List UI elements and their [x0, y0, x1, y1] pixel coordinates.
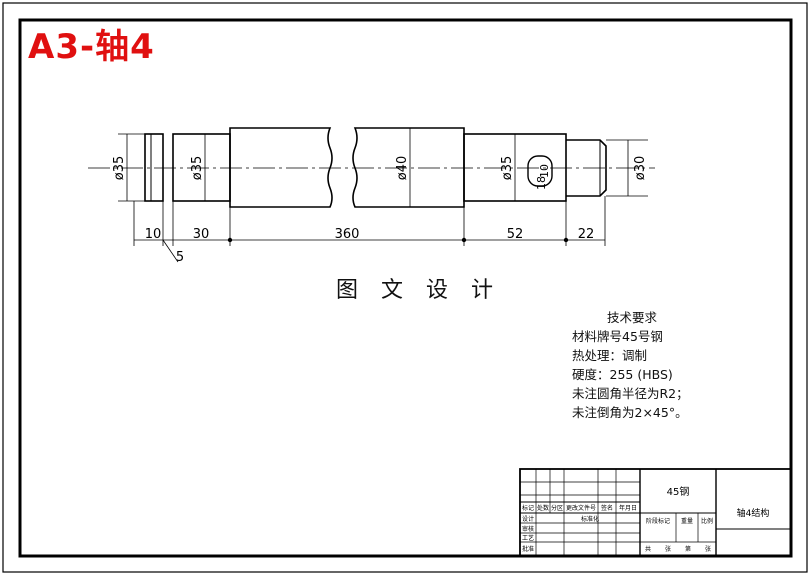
tb-weight: 重量: [681, 517, 693, 525]
keyway-slot: [527, 155, 553, 187]
left-journal: [144, 133, 164, 202]
tb-hdr-count: 处数: [537, 504, 549, 512]
dim-len4: 52: [507, 227, 524, 242]
dimension-texts: ø35 ø35 ø40 ø35 ø30 10 18 10 30 360 52 2…: [112, 156, 648, 265]
main-body-right: [352, 127, 465, 208]
tb-material: 45钢: [667, 485, 690, 498]
dim-dia2: ø35: [190, 156, 205, 181]
dim-dia1: ø35: [112, 156, 127, 181]
tb-hdr-sign: 签名: [601, 504, 613, 512]
tech-line-hardness: 硬度：255 (HBS): [572, 367, 673, 382]
tb-hdr-mark: 标记: [522, 504, 534, 512]
tb-row-approve: 批准: [522, 545, 534, 553]
dim-groove: 5: [176, 250, 184, 265]
tb-row-process: 工艺: [522, 534, 534, 542]
main-body-left: [229, 127, 333, 208]
tb-sheets-index: 第: [685, 545, 691, 553]
tb-row-design: 设计: [522, 515, 534, 523]
tb-hdr-date: 年月日: [619, 504, 637, 512]
tech-line-material: 材料牌号45号钢: [572, 329, 663, 344]
right-end: [566, 139, 607, 197]
tb-hdr-change-doc: 更改文件号: [566, 504, 596, 512]
title-block-grid: [519, 468, 792, 557]
tech-line-heat-treatment: 热处理：调制: [572, 348, 648, 363]
tech-line-chamfer: 未注倒角为2×45°。: [572, 405, 688, 420]
center-title: 图 文 设 计: [336, 278, 501, 303]
tech-requirements-heading: 技术要求: [607, 310, 658, 325]
tech-line-fillet: 未注圆角半径为R2；: [572, 386, 689, 401]
tech-requirements: 技术要求 材料牌号45号钢 热处理：调制 硬度：255 (HBS) 未注圆角半径…: [572, 308, 689, 422]
tb-stage-mark: 阶段标记: [646, 517, 670, 525]
inner-frame: [18, 18, 793, 558]
shaft-outline: [144, 127, 607, 208]
diameter-dims: [118, 128, 648, 207]
dim-keyway-width: 10: [538, 164, 551, 178]
tb-drawing-name: 轴4结构: [737, 507, 770, 519]
title-block-texts: 45钢 轴4结构 标记 处数 分区 更改文件号 签名 年月日 设计 审核 工艺 …: [522, 485, 769, 553]
tb-scale: 比例: [701, 517, 713, 525]
dim-dia4: ø35: [500, 156, 515, 181]
dim-keyway-depth: 18: [535, 176, 548, 190]
dim-len1: 10: [145, 227, 162, 242]
dim-len3: 360: [335, 227, 360, 242]
length-dims: [133, 196, 606, 263]
tb-hdr-zone: 分区: [551, 504, 563, 512]
dim-len5: 22: [578, 227, 595, 242]
dim-len2: 30: [193, 227, 210, 242]
dim-dia5: ø30: [633, 156, 648, 181]
dim-dia3: ø40: [395, 156, 410, 181]
tb-sheets-unit2: 张: [705, 545, 711, 553]
tb-sheets-total: 共: [645, 545, 651, 553]
tb-sheets-unit1: 张: [665, 545, 671, 553]
tb-standardization: 标准化: [581, 515, 599, 523]
tb-row-review: 审核: [522, 525, 534, 533]
title-badge: A3-轴4: [28, 27, 155, 67]
